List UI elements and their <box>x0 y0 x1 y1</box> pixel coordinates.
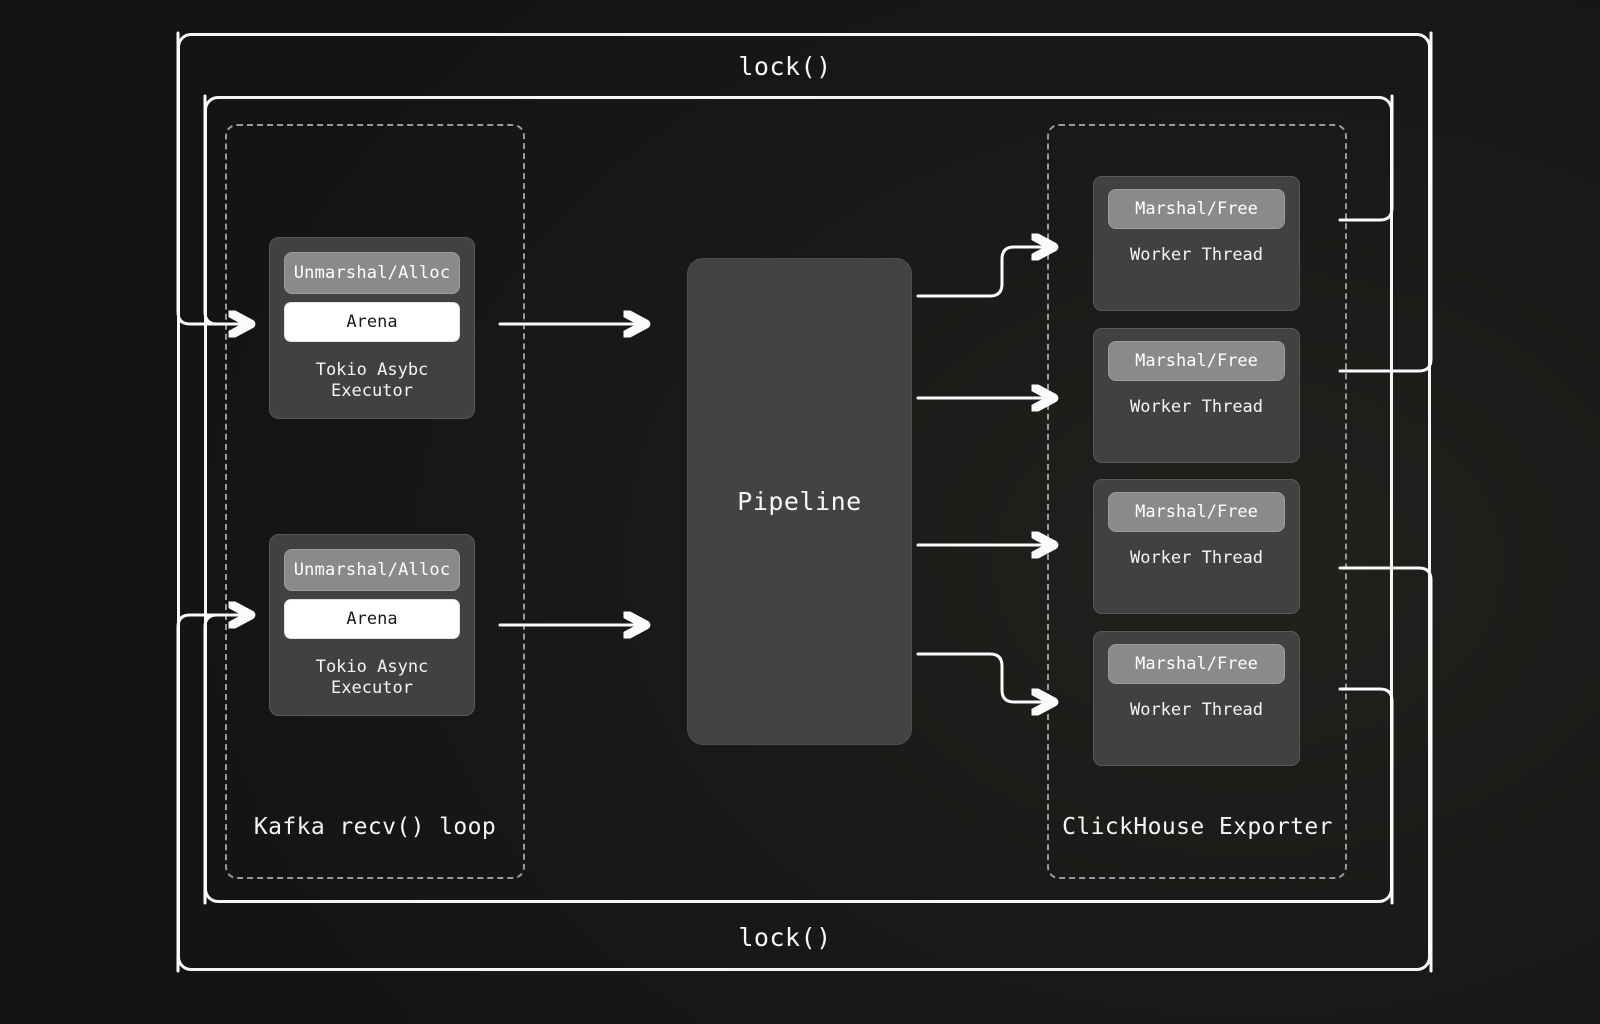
pipeline-box[interactable]: Pipeline <box>687 258 912 745</box>
marshal-free-pill-3[interactable]: Marshal/Free <box>1108 492 1285 532</box>
kafka-recv-loop-group <box>225 124 525 879</box>
pipeline-label: Pipeline <box>737 487 862 516</box>
outer-lock-container <box>177 33 1431 971</box>
lock-label-top: lock() <box>738 52 832 81</box>
tokio-executor-caption-2: Tokio Async Executor <box>315 657 429 699</box>
worker-thread-card-2[interactable]: Marshal/Free Worker Thread <box>1093 328 1300 463</box>
worker-thread-caption-3: Worker Thread <box>1129 548 1264 568</box>
arena-pill-2[interactable]: Arena <box>284 599 460 639</box>
marshal-free-pill-4[interactable]: Marshal/Free <box>1108 644 1285 684</box>
return-worker1-to-inner-lock <box>1338 94 1394 222</box>
arrow-pipeline-to-worker4 <box>916 652 1053 702</box>
return-worker4-to-inner-lock <box>1338 687 1394 905</box>
marshal-free-pill-2[interactable]: Marshal/Free <box>1108 341 1285 381</box>
feed-inner-to-exec1 <box>203 94 219 326</box>
kafka-recv-loop-label: Kafka recv() loop <box>253 814 497 840</box>
tokio-executor-card-2[interactable]: Unmarshal/Alloc Arena Tokio Async Execut… <box>269 534 475 716</box>
worker-thread-card-4[interactable]: Marshal/Free Worker Thread <box>1093 631 1300 766</box>
worker-thread-caption-1: Worker Thread <box>1129 245 1264 265</box>
arrow-pipeline-to-worker1 <box>916 247 1053 298</box>
worker-thread-card-3[interactable]: Marshal/Free Worker Thread <box>1093 479 1300 614</box>
return-worker2-to-outer-lock <box>1338 31 1433 373</box>
inner-lock-container <box>204 96 1393 903</box>
tokio-executor-caption-1: Tokio Asybc Executor <box>315 360 429 402</box>
feed-outer-to-exec1 <box>176 31 214 326</box>
clickhouse-exporter-group <box>1047 124 1347 879</box>
unmarshal-alloc-pill-1[interactable]: Unmarshal/Alloc <box>284 252 460 294</box>
worker-thread-card-1[interactable]: Marshal/Free Worker Thread <box>1093 176 1300 311</box>
marshal-free-pill-1[interactable]: Marshal/Free <box>1108 189 1285 229</box>
lock-label-bottom: lock() <box>738 923 832 952</box>
arena-pill-1[interactable]: Arena <box>284 302 460 342</box>
feed-outer-to-exec2 <box>176 613 214 973</box>
worker-thread-caption-2: Worker Thread <box>1129 397 1264 417</box>
clickhouse-exporter-label: ClickHouse Exporter <box>1062 814 1333 840</box>
feed-inner-to-exec2 <box>203 613 219 905</box>
unmarshal-alloc-pill-2[interactable]: Unmarshal/Alloc <box>284 549 460 591</box>
return-worker3-to-outer-lock <box>1338 566 1433 973</box>
worker-thread-caption-4: Worker Thread <box>1129 700 1264 720</box>
tokio-executor-card-1[interactable]: Unmarshal/Alloc Arena Tokio Asybc Execut… <box>269 237 475 419</box>
